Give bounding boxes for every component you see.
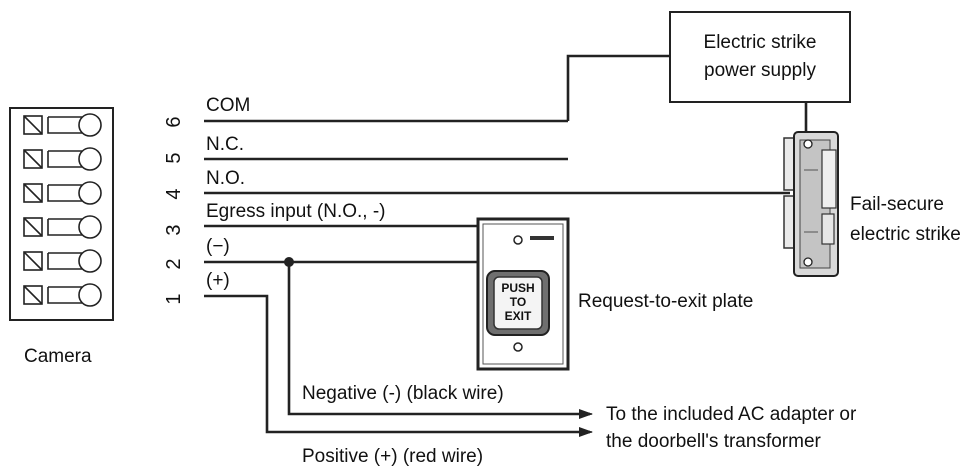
terminal-5 bbox=[23, 147, 102, 171]
strike-label-line2: electric strike bbox=[850, 224, 961, 245]
egress-label: Egress input (N.O., -) bbox=[206, 201, 386, 222]
terminal-number-4: 4 bbox=[163, 188, 185, 199]
adapter-label-line1: To the included AC adapter or bbox=[606, 404, 857, 425]
com-wire-to-power-supply bbox=[566, 54, 670, 121]
terminal-6 bbox=[23, 113, 102, 137]
power-supply-label-line2: power supply bbox=[704, 60, 816, 81]
power-supply-box: Electric strike power supply bbox=[669, 11, 851, 103]
no-label: N.O. bbox=[206, 168, 245, 189]
power-supply-label-line1: Electric strike bbox=[704, 32, 817, 53]
request-to-exit-plate: PUSH TO EXIT bbox=[476, 217, 570, 371]
negative-wire bbox=[287, 262, 590, 416]
terminal-2 bbox=[23, 249, 102, 273]
adapter-label-line2: the doorbell's transformer bbox=[606, 431, 822, 452]
com-label: COM bbox=[206, 95, 250, 116]
terminal-number-5: 5 bbox=[163, 152, 185, 163]
plus-label: (+) bbox=[206, 270, 230, 291]
terminal-1 bbox=[23, 283, 102, 307]
push-button-text-line3: EXIT bbox=[505, 309, 532, 323]
electric-strike-icon bbox=[783, 131, 839, 277]
terminal-4 bbox=[23, 181, 102, 205]
camera-label: Camera bbox=[24, 346, 92, 367]
plus-wire bbox=[204, 294, 590, 434]
minus-label: (−) bbox=[206, 236, 230, 257]
push-button-text-line1: PUSH bbox=[501, 281, 534, 295]
terminal-3 bbox=[23, 215, 102, 239]
push-button-text-line2: TO bbox=[510, 295, 526, 309]
positive-wire-label: Positive (+) (red wire) bbox=[302, 446, 483, 467]
terminal-number-3: 3 bbox=[163, 224, 185, 235]
terminal-number-1: 1 bbox=[163, 293, 185, 304]
exit-plate-label: Request-to-exit plate bbox=[578, 291, 753, 312]
strike-label-line1: Fail-secure bbox=[850, 194, 944, 215]
negative-wire-label: Negative (-) (black wire) bbox=[302, 383, 504, 404]
terminal-number-2: 2 bbox=[163, 258, 185, 269]
terminal-number-6: 6 bbox=[163, 116, 185, 127]
camera-terminal-block bbox=[9, 107, 114, 321]
nc-label: N.C. bbox=[206, 134, 244, 155]
